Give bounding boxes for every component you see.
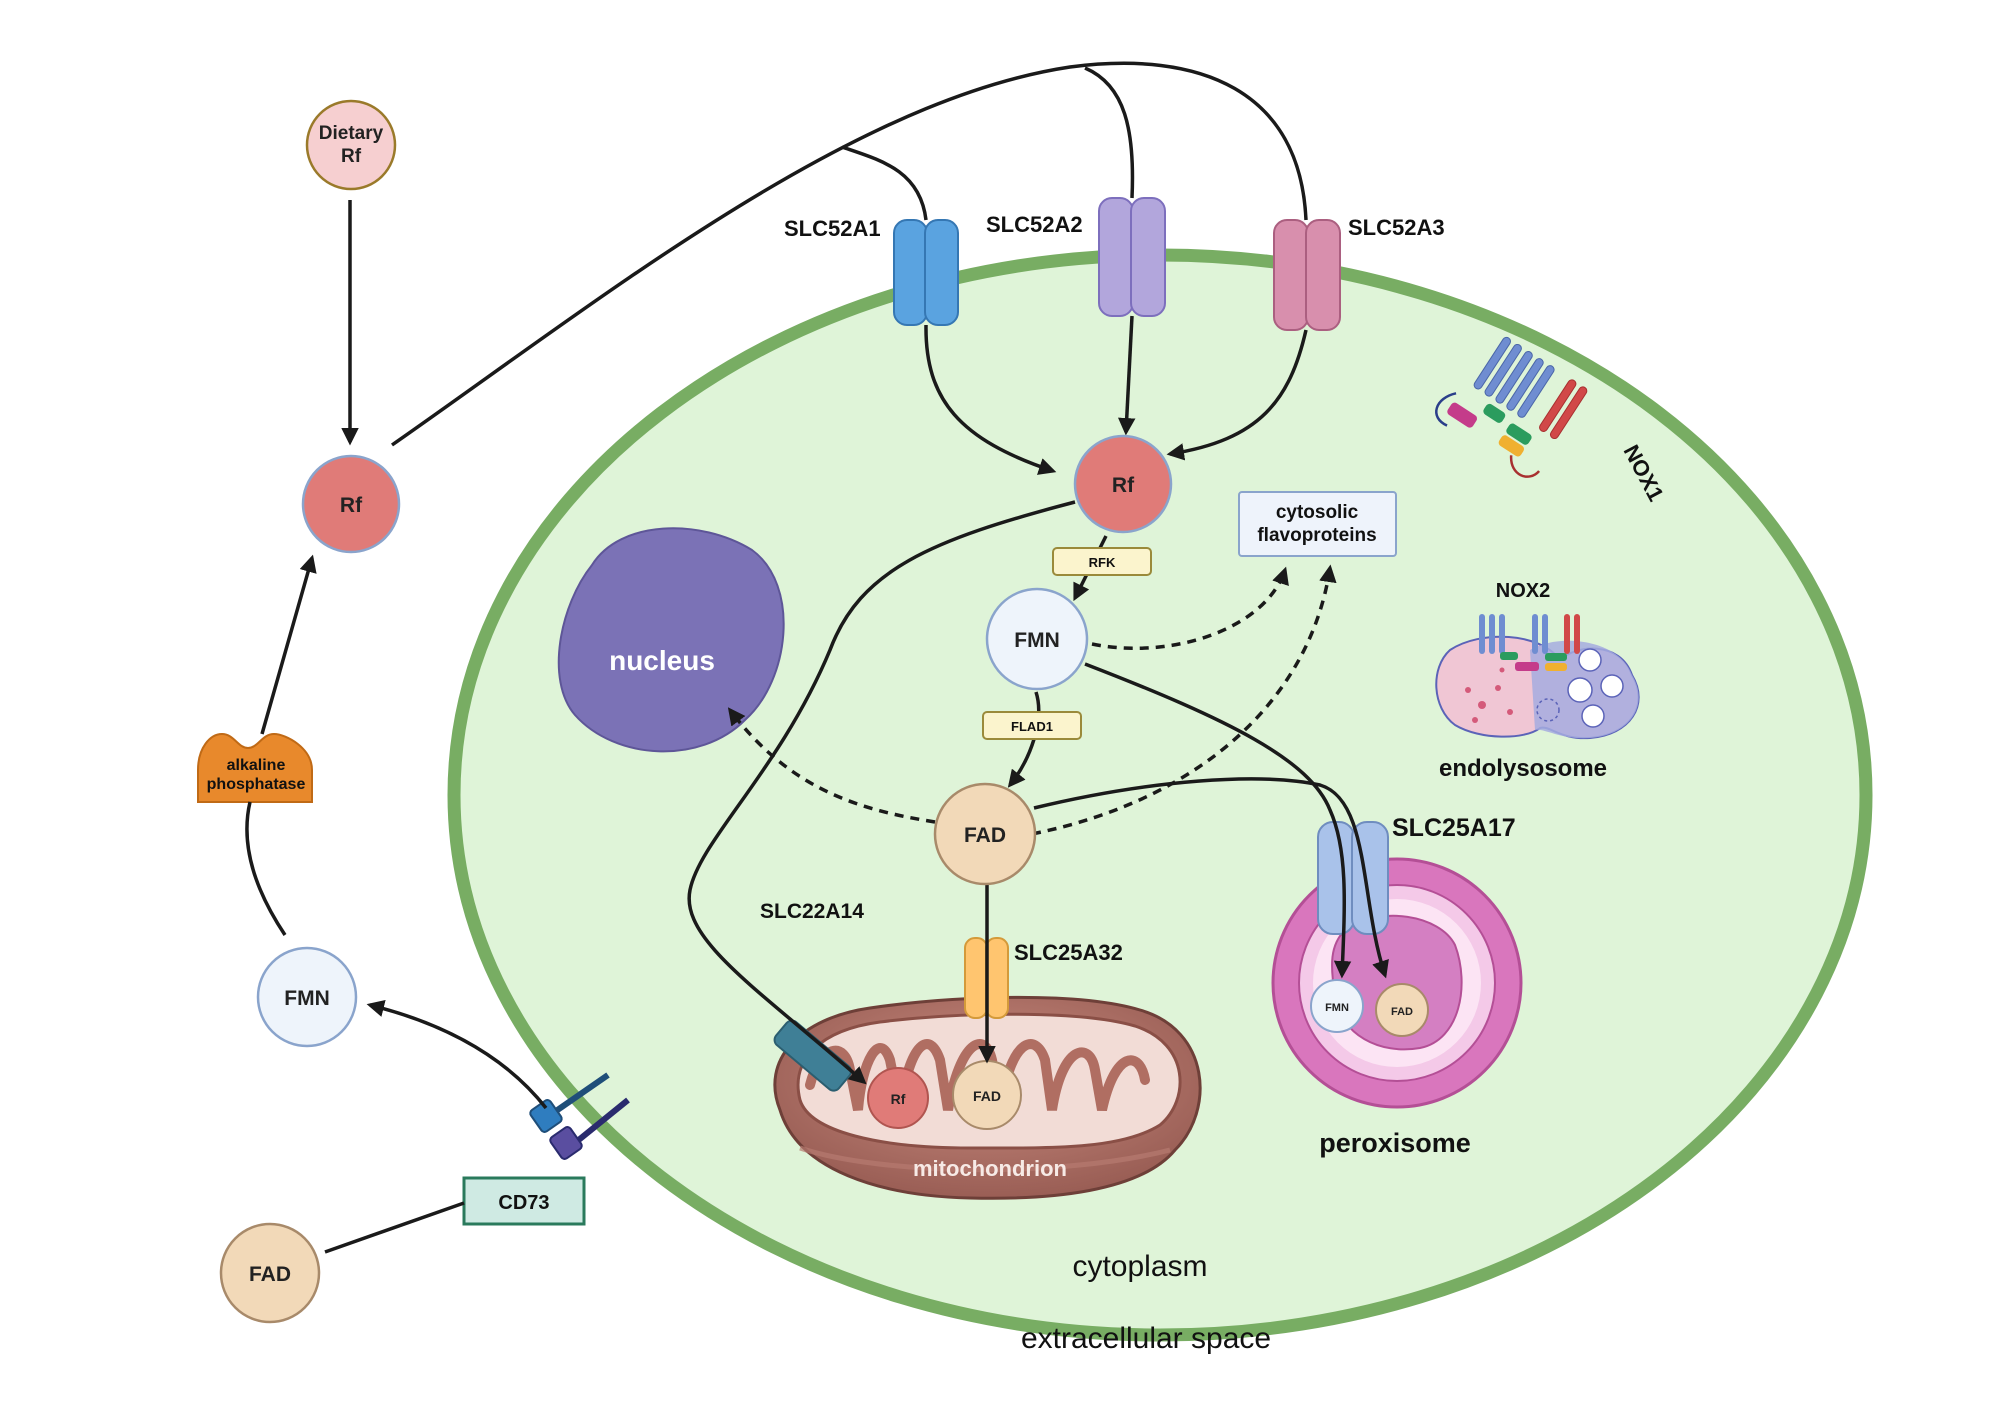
nucleus-label: nucleus (609, 645, 715, 676)
cd73-anchor (529, 1072, 630, 1160)
edge-fad-to-flavoproteins (1031, 564, 1337, 836)
endolysosome-label: endolysosome (1439, 755, 1607, 782)
mitochondrion-label: mitochondrion (913, 1156, 1067, 1181)
slc52a2-transporter (1098, 197, 1166, 317)
edge-fad-to-nucleus (727, 707, 936, 824)
slc25a17-label: SLC25A17 (1392, 814, 1516, 842)
slc52a2-label: SLC52A2 (986, 212, 1083, 237)
perox-fmn-node (1310, 979, 1364, 1033)
extracellular-fad-label: FAD (249, 1263, 291, 1286)
edge-branch-slc52a2 (1084, 66, 1135, 199)
endolysosome (1435, 614, 1640, 740)
edge-fad-to-perox (1033, 777, 1389, 979)
rfk-box (1052, 547, 1152, 576)
edge-fad-to-cd73 (324, 1201, 465, 1254)
extracellular-rf-label: Rf (340, 494, 363, 517)
flad1-label: FLAD1 (1011, 719, 1053, 734)
slc25a32-label: SLC25A32 (1014, 940, 1123, 965)
perox-fad-node (1375, 983, 1429, 1037)
extracellular-space-label: extracellular space (1021, 1322, 1271, 1355)
intracellular-fmn-label: FMN (1014, 629, 1060, 652)
intracellular-rf-label: Rf (1112, 474, 1135, 497)
mito-fad-label: FAD (973, 1088, 1001, 1104)
edge-rf-to-mito-rf (687, 500, 1076, 1085)
cytoplasm-label: cytoplasm (1072, 1250, 1207, 1283)
alkaline-phosphatase-enzyme (197, 732, 313, 803)
intracellular-fad-node (933, 782, 1037, 886)
slc22a14-label: SLC22A14 (760, 900, 864, 923)
cell-membrane (447, 248, 1873, 1342)
slc52a1-label: SLC52A1 (784, 216, 881, 241)
nox2-complex (1479, 614, 1580, 671)
edge-slc52a2-to-rf (1117, 315, 1136, 436)
edge-cd73-to-fmn (366, 999, 548, 1110)
perox-fad-label: FAD (1391, 1006, 1413, 1018)
intracellular-fad-label: FAD (964, 824, 1006, 847)
slc25a17-transporter (1317, 821, 1389, 935)
intracellular-rf-node (1073, 434, 1173, 534)
perox-fmn-label: FMN (1325, 1002, 1349, 1014)
slc52a3-label: SLC52A3 (1348, 215, 1445, 240)
dietary-rf-node (305, 99, 397, 191)
edge-slc52a3-to-rf (1166, 329, 1308, 461)
intracellular-fmn-node (985, 587, 1089, 691)
cd73-box (462, 1176, 586, 1226)
edge-extracellular-rf-to-transporters (390, 61, 1308, 447)
edge-fmn-to-alp (245, 801, 287, 936)
nox1-complex (1435, 336, 1588, 478)
nox2-label: NOX2 (1496, 580, 1550, 602)
cytosolic-flavoproteins-box (1238, 491, 1397, 557)
cd73-label: CD73 (498, 1192, 549, 1214)
slc52a1-transporter (893, 219, 959, 326)
mito-rf-node (867, 1067, 929, 1129)
edge-alp-to-rf (260, 554, 317, 735)
extracellular-fmn-node (256, 946, 358, 1048)
flad1-box (982, 711, 1082, 740)
peroxisome-label: peroxisome (1319, 1128, 1471, 1158)
extracellular-fmn-label: FMN (284, 987, 330, 1010)
slc52a3-transporter (1273, 219, 1341, 331)
edge-slc52a1-to-rf (924, 324, 1057, 475)
peroxisome (1271, 857, 1523, 1109)
extracellular-fad-node (219, 1222, 321, 1324)
edge-branch-slc52a1 (841, 145, 928, 221)
edge-fmn-to-perox (1084, 662, 1352, 979)
mito-rf-label: Rf (891, 1091, 906, 1107)
rfk-label: RFK (1089, 555, 1116, 570)
extracellular-rf-node (301, 454, 401, 554)
edge-fmn-to-flavoproteins (1091, 566, 1289, 651)
